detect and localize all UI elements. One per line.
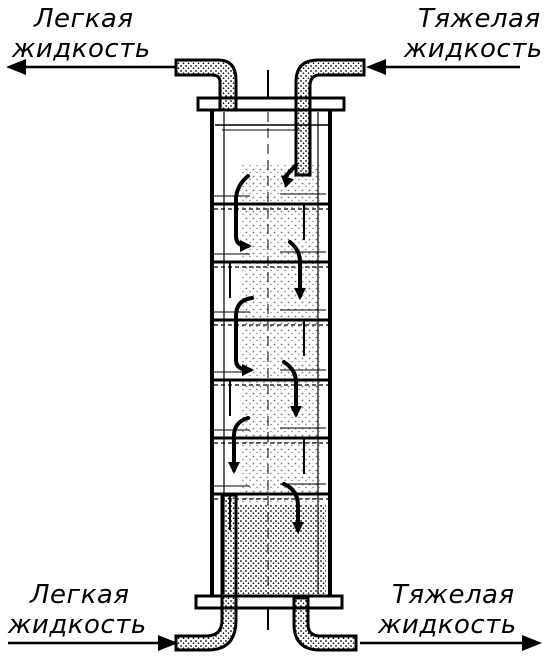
flow-arrow-icon bbox=[282, 163, 298, 180]
flow-arrowhead bbox=[240, 240, 252, 252]
flow-arrow-icon bbox=[232, 416, 250, 472]
label-top-left: Легкая жидкость bbox=[12, 4, 151, 64]
flow-arrows bbox=[228, 163, 306, 534]
sieve-tray bbox=[214, 193, 328, 240]
label-top-right: Тяжелая жидкость bbox=[404, 4, 543, 64]
label-bottom-left-line2: жидкость bbox=[8, 610, 147, 640]
pipe-light-liquid-inlet-bottom bbox=[174, 493, 238, 652]
label-bottom-left: Легкая жидкость bbox=[8, 580, 147, 640]
label-top-right-line1: Тяжелая bbox=[418, 4, 541, 34]
flow-arrowhead bbox=[242, 364, 254, 376]
sieve-tray bbox=[214, 369, 328, 416]
label-top-right-line2: жидкость bbox=[404, 34, 543, 64]
pipe-heavy-liquid-outlet-bottom bbox=[292, 596, 358, 652]
label-top-left-line1: Легкая bbox=[34, 4, 134, 34]
label-bottom-right-line2: жидкость bbox=[378, 610, 517, 640]
label-bottom-right-line1: Тяжелая bbox=[392, 580, 515, 610]
flow-arrowhead bbox=[294, 288, 306, 300]
arrow-right-icon bbox=[8, 635, 178, 651]
flow-arrowhead bbox=[290, 406, 302, 418]
flow-arrow-icon bbox=[288, 240, 302, 298]
sieve-tray bbox=[214, 309, 328, 356]
label-top-left-line2: жидкость bbox=[12, 34, 151, 64]
arrow-left-icon bbox=[366, 59, 520, 75]
arrow-right-icon bbox=[360, 635, 542, 651]
sieve-tray bbox=[214, 251, 328, 298]
dispersed-phase bbox=[240, 165, 320, 505]
flow-arrowhead bbox=[228, 462, 240, 474]
flow-arrowhead bbox=[292, 522, 304, 534]
arrow-left-icon bbox=[6, 59, 176, 75]
pipe-heavy-liquid-inlet-top bbox=[294, 58, 366, 177]
label-bottom-left-line1: Легкая bbox=[30, 580, 130, 610]
flow-arrow-icon bbox=[282, 360, 298, 416]
sieve-trays bbox=[214, 193, 328, 530]
label-bottom-right: Тяжелая жидкость bbox=[378, 580, 517, 640]
heavy-liquid-bottom-layer bbox=[238, 505, 326, 595]
flow-arrow-icon bbox=[282, 482, 300, 532]
